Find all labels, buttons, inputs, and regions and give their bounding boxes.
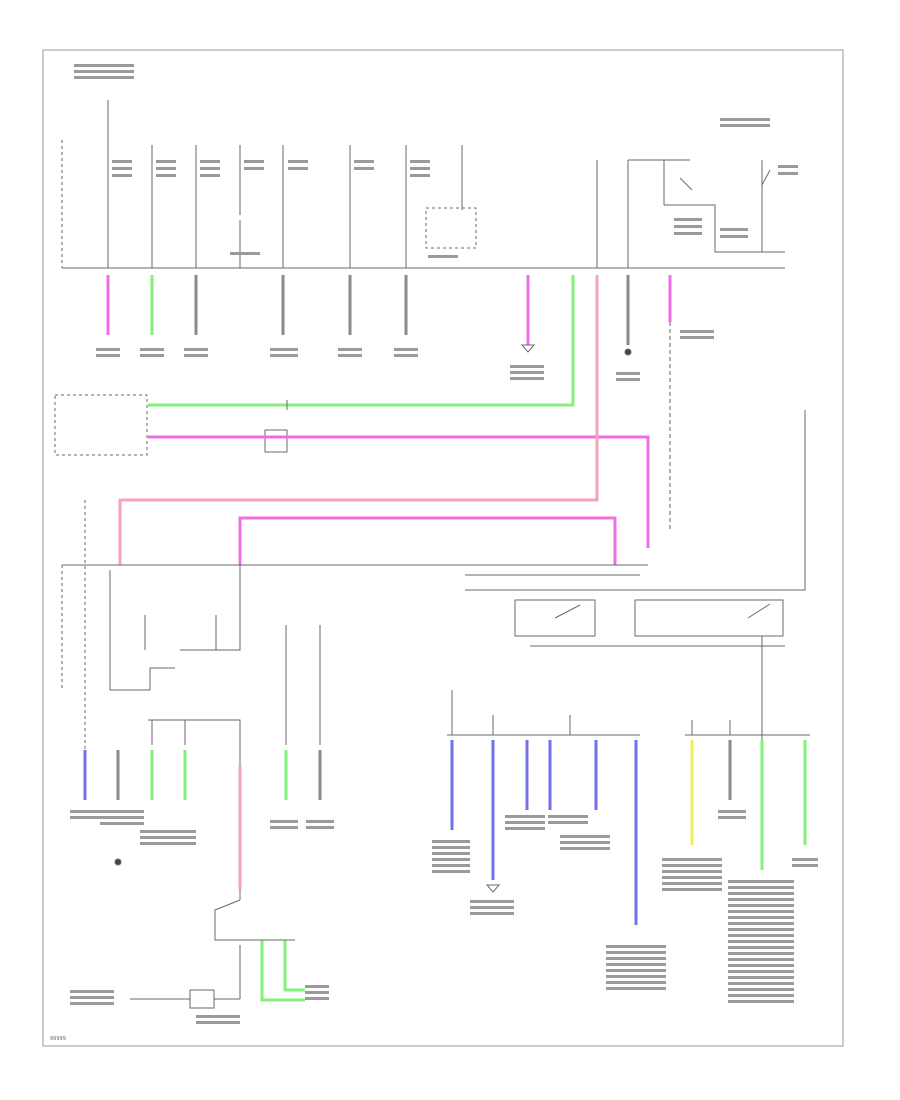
mid-connectors <box>54 322 671 530</box>
top-wire-destinations <box>96 330 714 381</box>
figure-number: 99999 <box>50 1036 66 1042</box>
upper-fuse-box <box>61 100 785 269</box>
lower-fuse-box <box>61 410 806 900</box>
lower-right-bus <box>447 690 810 736</box>
top-wires <box>106 275 672 407</box>
bottom-left-components <box>114 858 501 1009</box>
diagram-frame <box>42 49 844 1047</box>
upper-fuse-labels <box>74 64 798 258</box>
lower-wires <box>83 740 807 1002</box>
lower-destinations <box>70 810 818 1024</box>
long-wires <box>118 275 650 565</box>
